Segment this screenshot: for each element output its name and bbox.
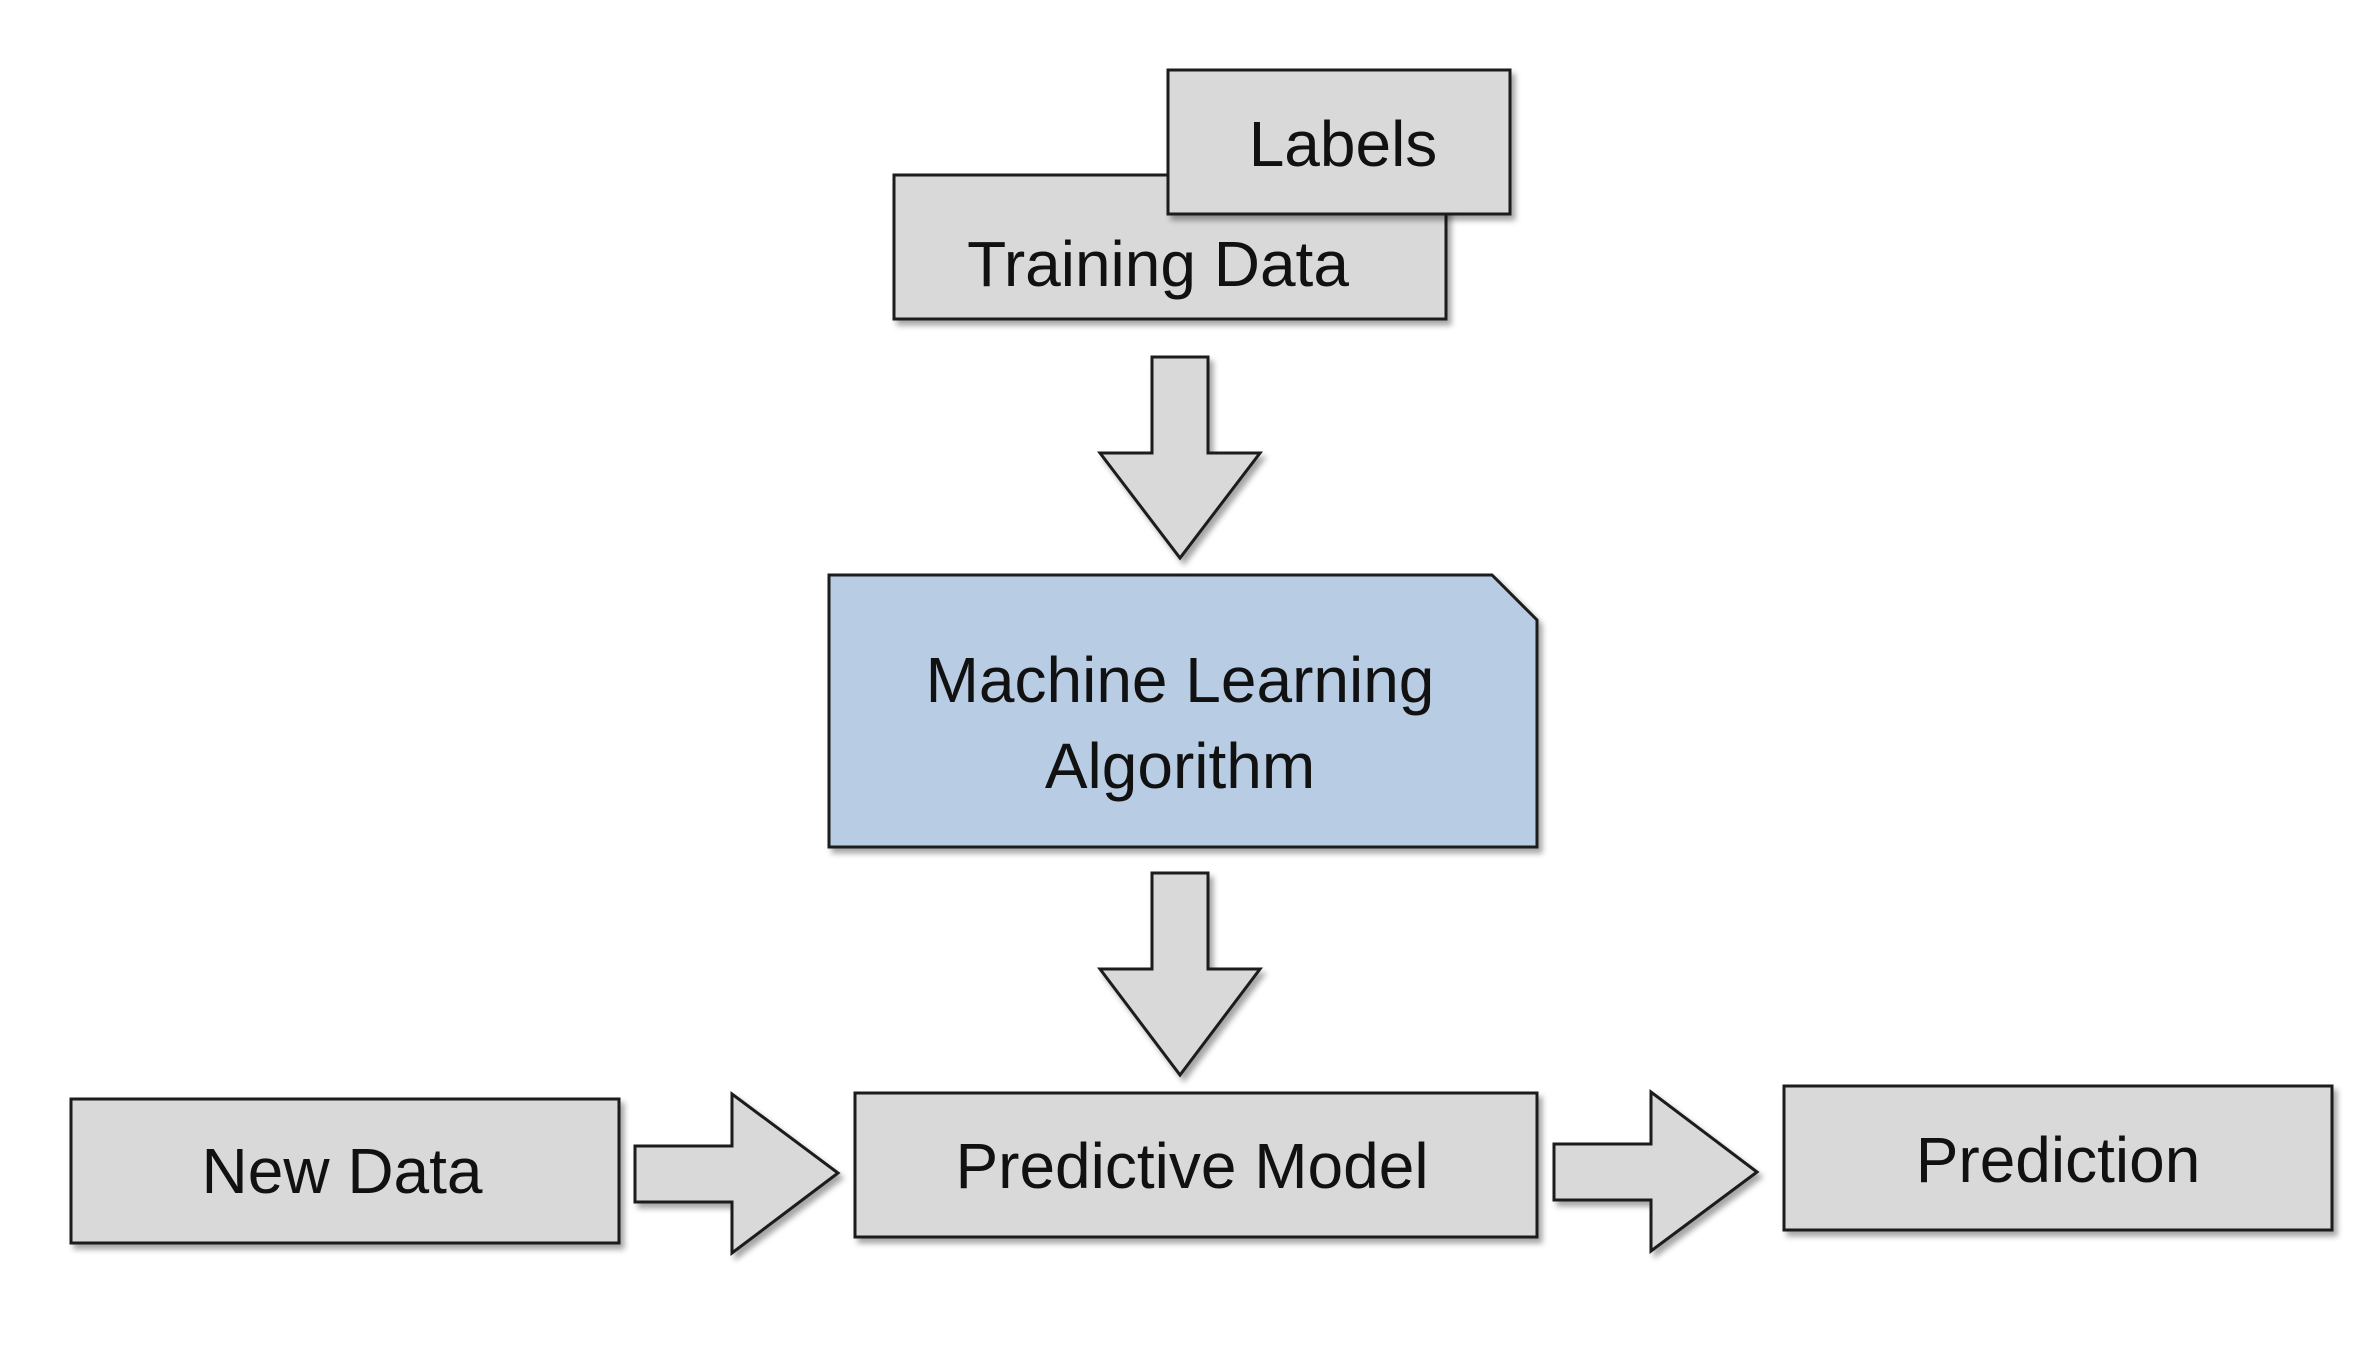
predictive-model-node: Predictive Model xyxy=(853,1091,1539,1239)
labels-label: Labels xyxy=(1249,108,1438,180)
prediction-node: Prediction xyxy=(1782,1084,2334,1232)
prediction-label: Prediction xyxy=(1916,1124,2201,1196)
new-data-node: New Data xyxy=(69,1097,621,1245)
down-arrow-icon xyxy=(1096,871,1264,1078)
algorithm-label-line1: Machine Learning xyxy=(926,644,1435,716)
right-arrow-icon xyxy=(1552,1088,1760,1254)
algorithm-node: Machine Learning Algorithm xyxy=(827,573,1539,849)
predictive-model-label: Predictive Model xyxy=(955,1130,1428,1202)
training-data-label: Training Data xyxy=(967,228,1349,300)
labels-node: Labels xyxy=(1166,68,1512,216)
algorithm-label-line2: Algorithm xyxy=(1045,730,1315,802)
down-arrow-icon xyxy=(1096,355,1264,561)
right-arrow-icon xyxy=(633,1091,841,1257)
new-data-label: New Data xyxy=(202,1135,483,1207)
